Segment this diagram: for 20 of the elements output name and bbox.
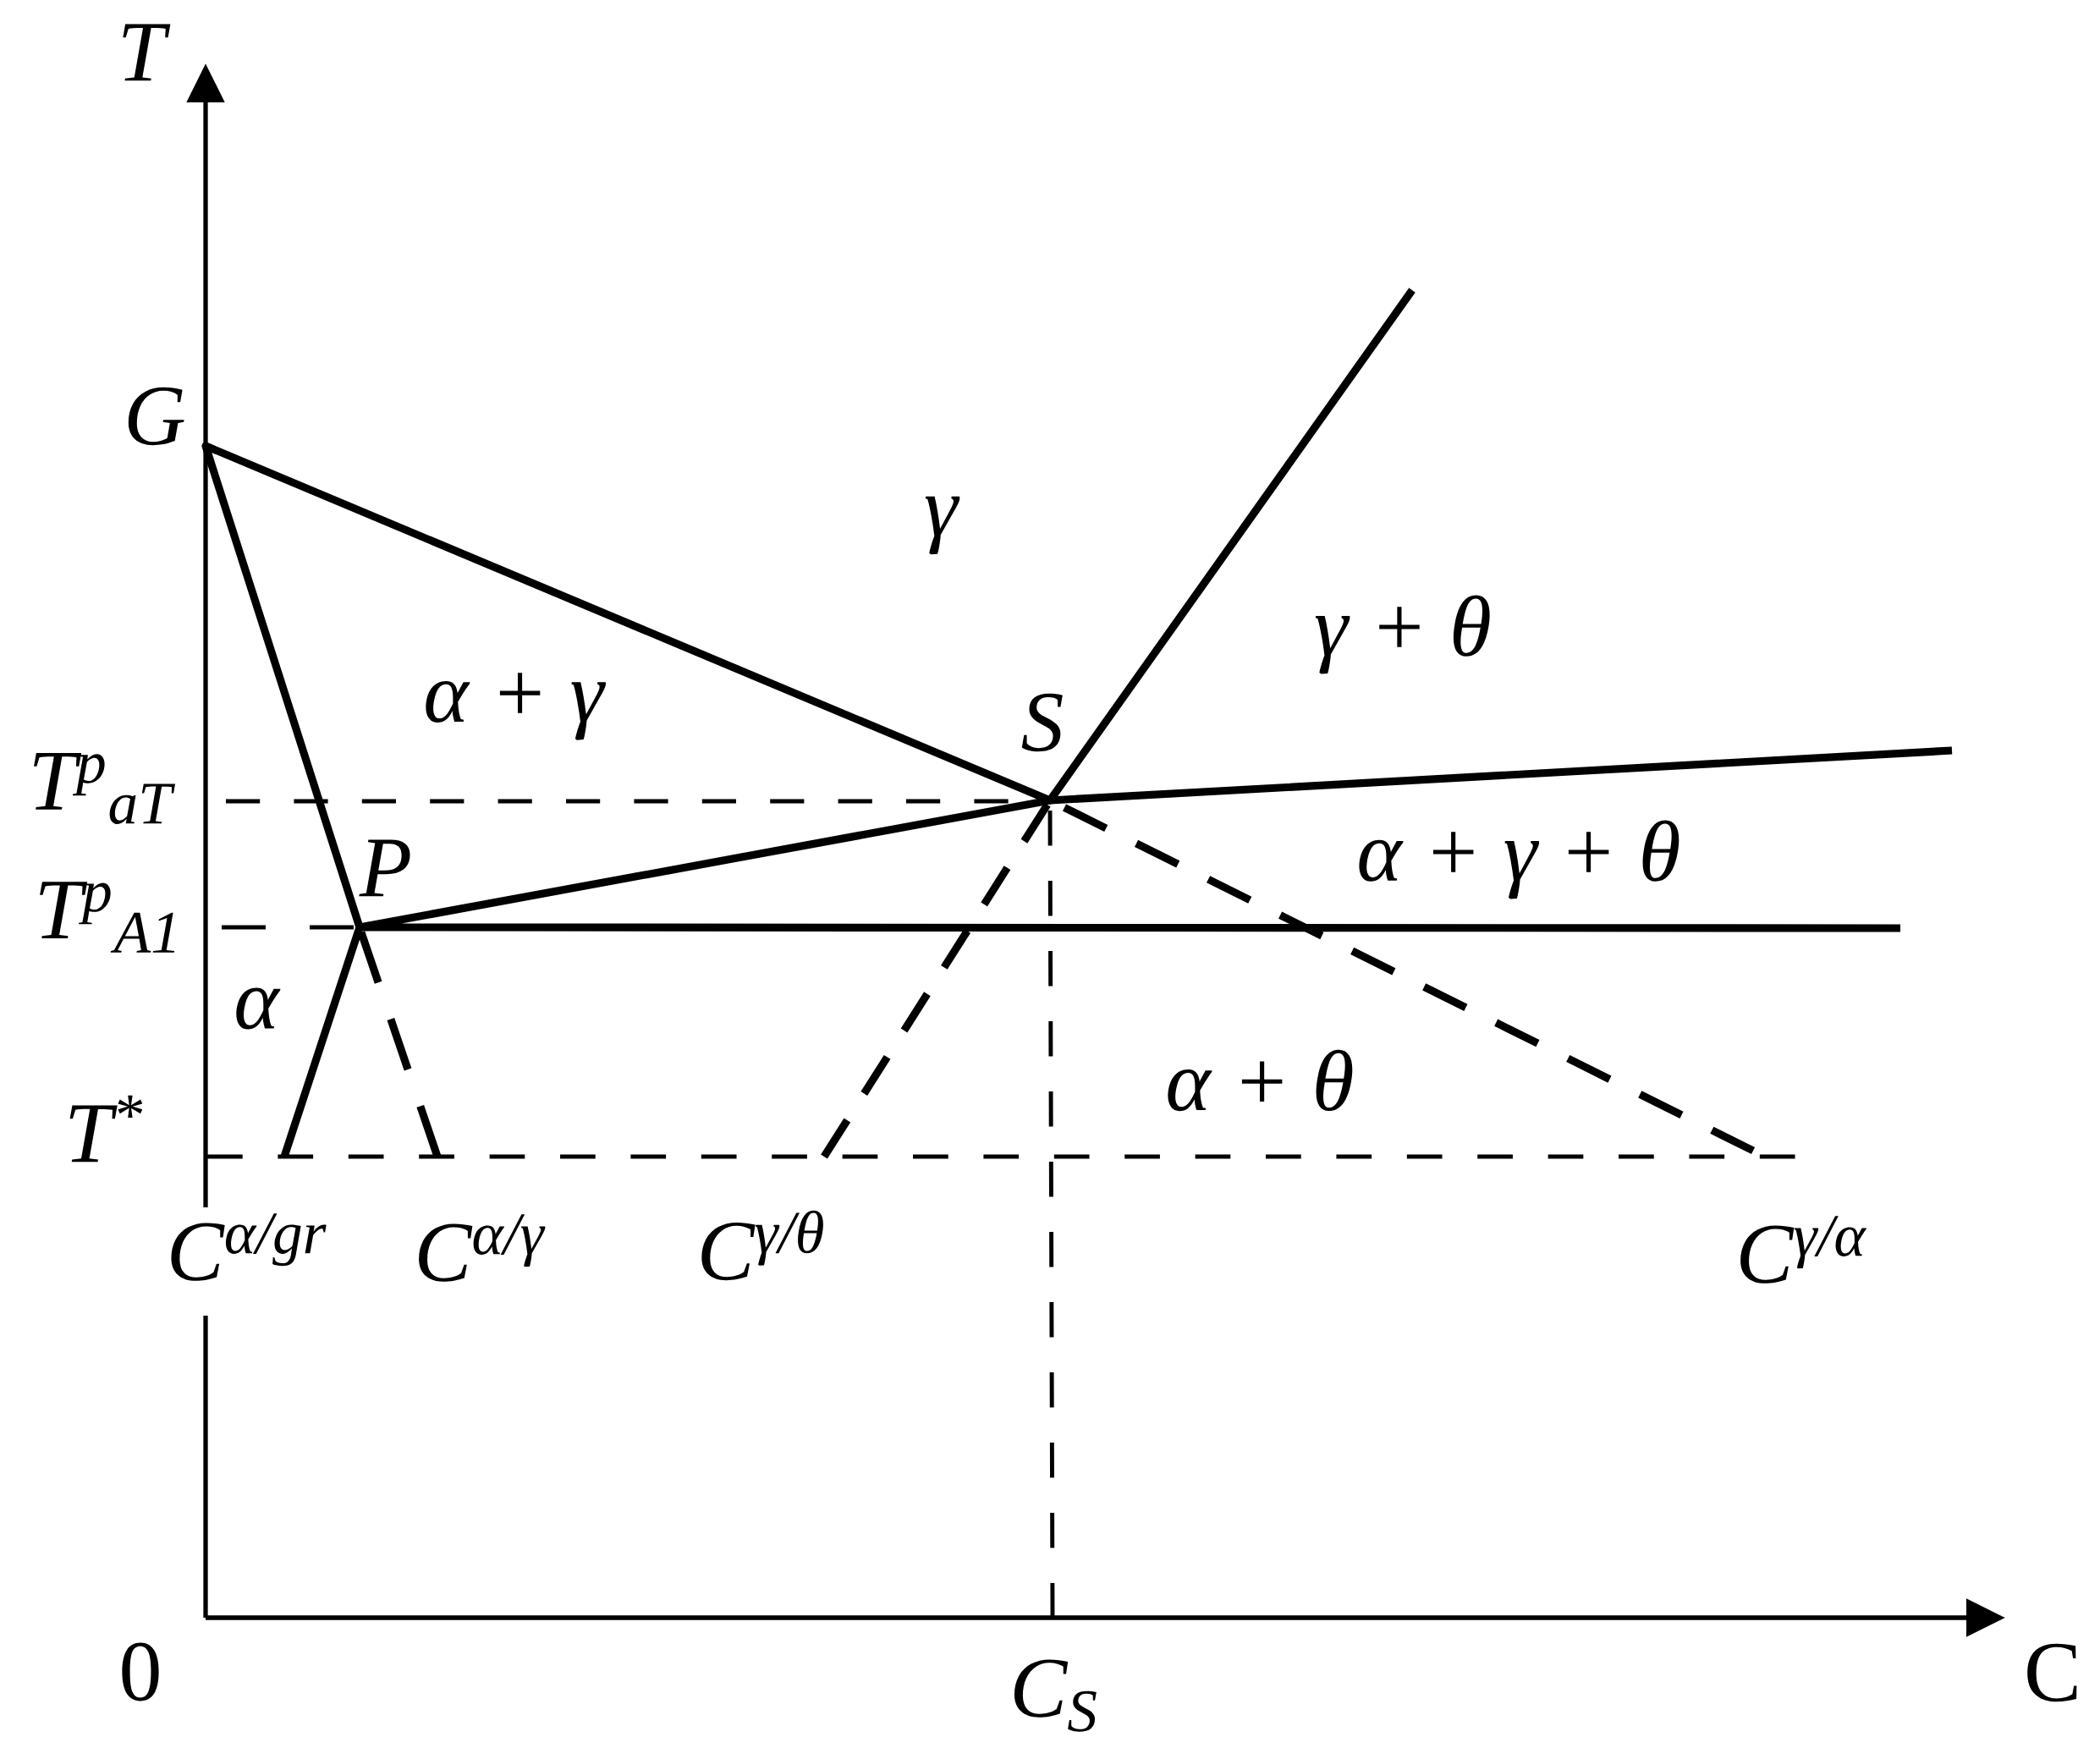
point-label: C$^{α/γ}$: [419, 1214, 546, 1282]
region-label: α + θ: [1168, 1049, 1353, 1112]
tick-label: T$^{p}$aT: [34, 752, 176, 824]
region-label: α + γ: [426, 673, 606, 740]
tick-label: 0: [122, 1642, 159, 1701]
point-label: P: [359, 839, 410, 897]
axis-label: C: [2027, 1643, 2077, 1702]
region-label: α + γ + θ: [1359, 820, 1679, 899]
axis-label: T: [123, 24, 171, 81]
region-label: α: [236, 987, 281, 1030]
point-label: S: [1021, 693, 1063, 752]
region-label: γ + θ: [1315, 595, 1490, 674]
point-label: C$^{γ/α}$: [1740, 1216, 1867, 1284]
point-label: G: [128, 387, 184, 446]
point-label: C$^{α/gr}$: [171, 1213, 327, 1281]
point-label: C$^{γ/θ}$: [701, 1210, 823, 1281]
tick-label: T$^{*}$: [69, 1095, 143, 1163]
region-label: γ: [925, 496, 960, 555]
tick-label: T$^{p}$A1: [40, 882, 175, 953]
tick-label: C$_{S}$: [1014, 1659, 1097, 1732]
